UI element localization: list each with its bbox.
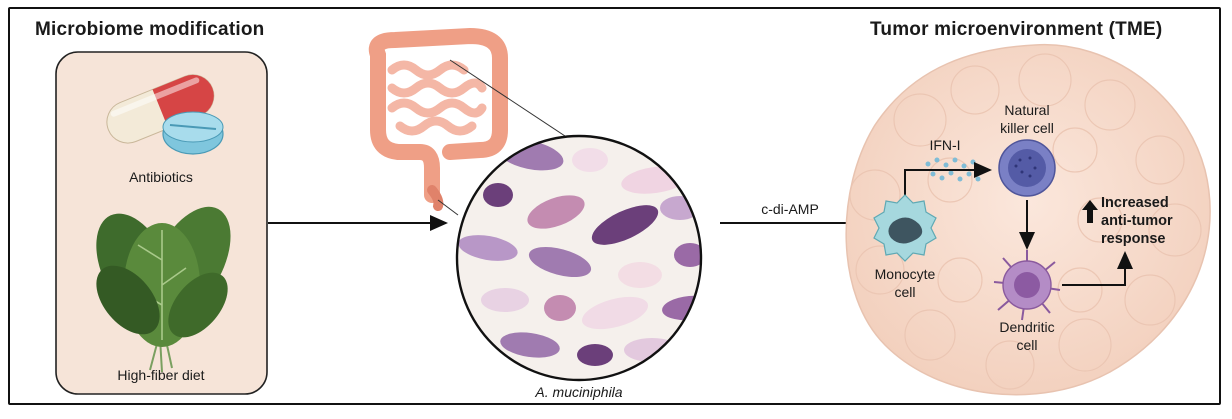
monocyte-cell-label: Monocyte cell [874, 266, 936, 300]
arrow-monocyte-to-nk [904, 162, 992, 205]
right-section-title: Tumor microenvironment (TME) [870, 19, 1163, 40]
outcome-label: Increased anti-tumor response [1101, 195, 1173, 247]
figure-frame [8, 7, 1221, 405]
tumor-icon [845, 44, 1211, 396]
nk-cell-label: Natural killer cell [1000, 102, 1054, 136]
dendritic-cell-label: Dendritic cell [999, 319, 1055, 353]
dendritic-cell-icon [993, 250, 1061, 321]
left-section-title: Microbiome modification [35, 19, 265, 40]
nk-cell-icon [998, 139, 1056, 197]
pills-icon [106, 74, 224, 155]
c-di-amp-label: c-di-AMP [761, 201, 819, 217]
antibiotics-label: Antibiotics [129, 169, 193, 185]
high-fiber-diet-label: High-fiber diet [117, 367, 205, 383]
increase-arrow-icon [1082, 200, 1098, 223]
bacteria-lens [455, 134, 703, 382]
ifn-dots-icon [925, 157, 981, 182]
bacteria-label: A. muciniphila [535, 384, 623, 400]
spinach-icon [96, 206, 231, 373]
ifn-i-label: IFN-I [929, 137, 961, 153]
intestine-icon [368, 27, 508, 211]
arrow-dendritic-to-response [1062, 251, 1133, 286]
monocyte-cell-icon [873, 194, 937, 262]
